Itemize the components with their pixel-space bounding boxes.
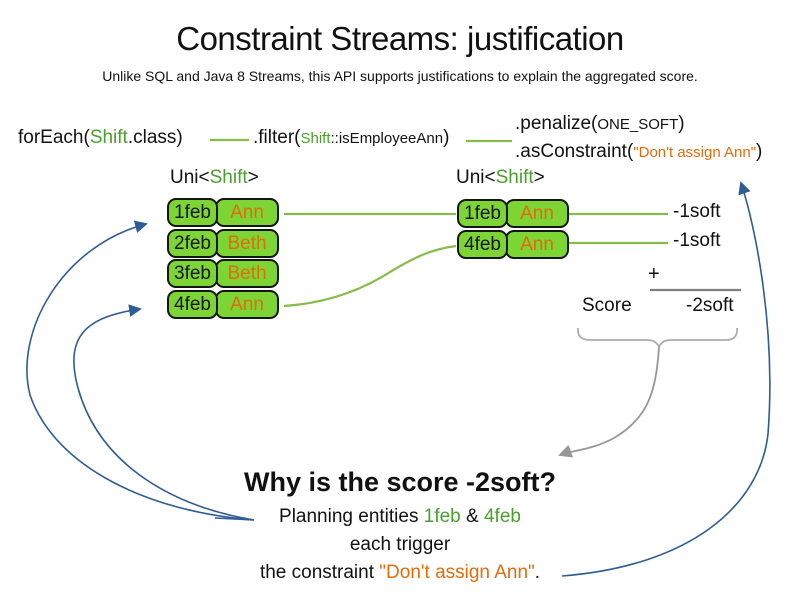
match-score-1: -1soft: [673, 201, 721, 222]
text: the constraint: [259, 562, 380, 583]
entity-1feb: 1feb: [423, 506, 461, 527]
label-text: Uni<: [456, 167, 496, 188]
plus-sign: +: [648, 263, 660, 285]
underbrace: [577, 327, 738, 350]
why-heading: Why is the score -2soft?: [243, 467, 557, 497]
code-text: .class): [127, 127, 183, 148]
code-text: .filter(: [253, 127, 301, 148]
code-as-constraint: .asConstraint("Don't assign Ann"): [515, 141, 762, 163]
code-text: .asConstraint(: [515, 141, 634, 162]
shift-table-right: 1feb Ann 4feb Ann: [457, 199, 569, 259]
why-line-trigger: each trigger: [349, 534, 451, 555]
arrow-to-constraint-icon: [561, 181, 771, 577]
label-text: >: [247, 167, 259, 188]
code-text: ): [678, 113, 685, 134]
code-method-ref: ::isEmployeeAnn: [330, 130, 444, 147]
entity-4feb: 4feb: [483, 506, 521, 527]
date-cell: 2feb: [167, 228, 218, 258]
uni-label-right: Uni<Shift>: [456, 167, 545, 189]
employee-cell: Ann: [215, 198, 279, 227]
table-row: 3feb Beth: [167, 259, 279, 288]
employee-cell: Ann: [215, 289, 279, 319]
total-score: -2soft: [686, 295, 734, 316]
text: &: [460, 506, 484, 527]
text: .: [534, 562, 541, 583]
employee-cell: Beth: [215, 259, 279, 288]
label-class-name: Shift: [209, 167, 248, 188]
date-cell: 4feb: [457, 229, 508, 259]
match-line-4feb: [283, 244, 457, 308]
arrow-to-4feb-icon: [73, 304, 255, 521]
code-penalty-arg: ONE_SOFT: [597, 116, 679, 133]
label-text: >: [533, 167, 545, 188]
date-cell: 1feb: [167, 198, 218, 227]
table-row: 1feb Ann: [167, 198, 279, 227]
table-row: 4feb Ann: [457, 229, 569, 259]
code-text: forEach(: [18, 127, 90, 148]
match-score-2: -1soft: [673, 230, 721, 251]
date-cell: 1feb: [457, 199, 508, 228]
shift-table-left: 1feb Ann 2feb Beth 3feb Beth 4feb Ann: [167, 198, 279, 319]
date-cell: 3feb: [167, 259, 218, 288]
text: Planning entities: [279, 506, 424, 527]
employee-cell: Beth: [215, 228, 279, 258]
code-filter: .filter(Shift::isEmployeeAnn): [253, 127, 449, 149]
table-row: 4feb Ann: [167, 289, 279, 319]
code-text: .penalize(: [515, 113, 598, 134]
table-row: 2feb Beth: [167, 228, 279, 258]
date-cell: 4feb: [167, 289, 218, 319]
code-constraint-name: "Don't assign Ann": [633, 144, 757, 161]
table-row: 1feb Ann: [457, 199, 569, 228]
why-line-entities: Planning entities 1feb & 4feb: [0, 506, 800, 528]
label-class-name: Shift: [495, 167, 534, 188]
employee-cell: Ann: [505, 199, 569, 228]
page-title: Constraint Streams: justification: [176, 20, 624, 57]
code-text: ): [443, 127, 450, 148]
code-text: ): [756, 141, 763, 162]
label-text: Uni<: [170, 167, 210, 188]
code-class-name: Shift: [89, 127, 128, 148]
why-line-constraint: the constraint "Don't assign Ann".: [0, 562, 800, 584]
uni-label-left: Uni<Shift>: [170, 167, 259, 189]
employee-cell: Ann: [505, 229, 569, 259]
score-label: Score: [582, 295, 632, 316]
gray-arrow-to-why-icon: [558, 346, 660, 458]
arrow-to-1feb-icon: [26, 220, 255, 521]
subtitle: Unlike SQL and Java 8 Streams, this API …: [102, 68, 698, 84]
constraint-name: "Don't assign Ann": [379, 562, 535, 583]
code-penalize: .penalize(ONE_SOFT): [515, 113, 685, 135]
code-class-name: Shift: [300, 130, 331, 147]
code-foreach: forEach(Shift.class): [18, 127, 183, 149]
